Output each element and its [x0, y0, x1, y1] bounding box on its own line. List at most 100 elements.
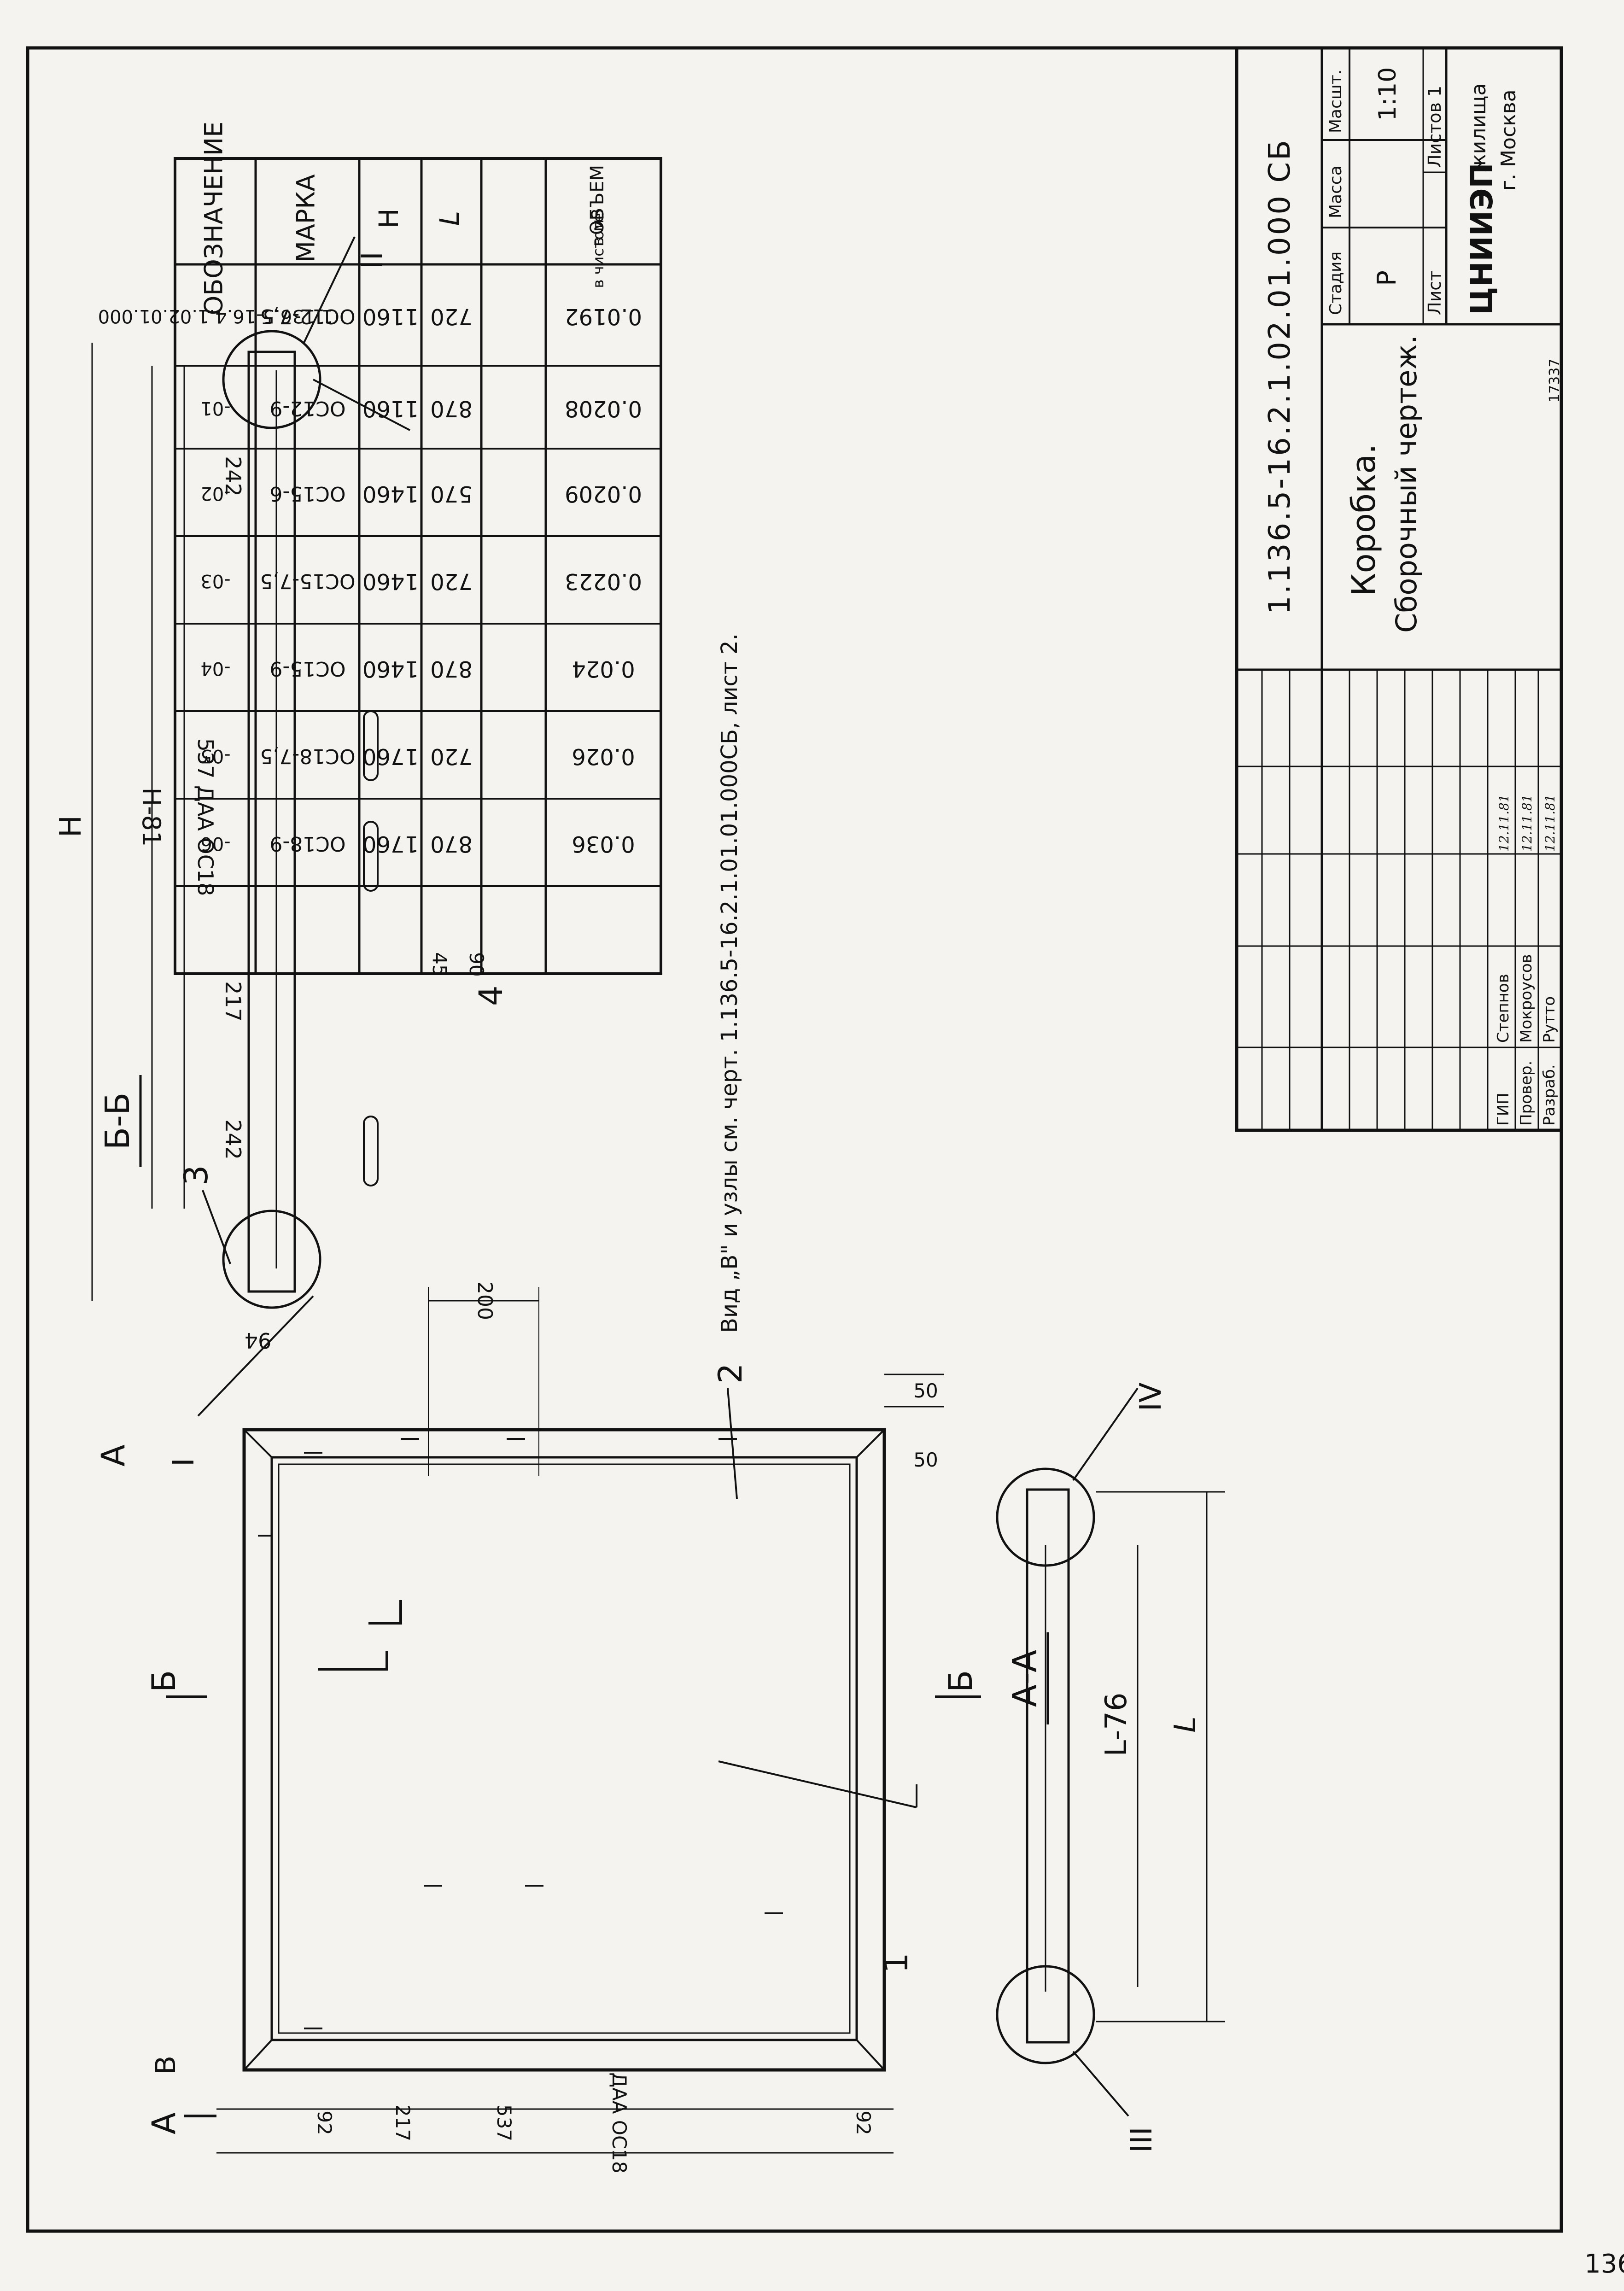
table-cell-volume: 0.0192: [565, 304, 642, 329]
title-line-2: Сборочный чертеж.: [1390, 335, 1423, 633]
dim-200: 200: [473, 1281, 497, 1320]
table-cell-designation: -03: [200, 570, 230, 591]
table-cell-designation: -05: [200, 745, 230, 766]
cut-a-left: А: [145, 2112, 183, 2134]
dim-242-a: 242: [221, 1119, 245, 1160]
dim-left-daa: ДАА ОС18: [608, 2072, 631, 2173]
note-text: Вид „В" и узлы см. черт. 1.136.5-16.2.1.…: [717, 633, 742, 1333]
section-bb: Б-Б Н Н-81 537 ДАА ОС18 242 217 242: [54, 236, 510, 1467]
table-cell-h: 1460: [362, 568, 419, 594]
table-cell-l: 720: [430, 304, 473, 329]
table-cell-l: 870: [430, 831, 473, 857]
front-view: 200 92 217 537 ДАА ОС18 92 50 50 А А Б Б: [94, 1281, 981, 2174]
table-cell-designation: -02: [200, 483, 230, 504]
dim-left-92: 92: [313, 2110, 336, 2135]
node-i: I: [167, 1458, 201, 1467]
dim-242-b: 242: [221, 456, 245, 497]
dim-45: 45: [428, 952, 451, 976]
table-cell-mark: ОС15-9: [269, 657, 345, 680]
table-cell-h: 1160: [362, 304, 419, 329]
table-cell-l: 570: [430, 481, 473, 507]
signature-role: ГИП: [1494, 1093, 1513, 1126]
node-iv-circle: [996, 1467, 1095, 1567]
dim-l-76: L-76: [1099, 1692, 1133, 1756]
dim-h: Н: [54, 815, 88, 837]
callout-3: 3: [177, 1165, 215, 1186]
dim-h-81: Н-81: [137, 788, 166, 847]
table-cell-mark: ОС18-9: [269, 832, 345, 855]
table-cell-designation: 1.136.5-16.4.1.02.01.000: [98, 305, 333, 327]
node-iii: III: [1125, 2127, 1159, 2153]
table-header-volume-2: в м3: [589, 209, 608, 247]
drawing-frame: [26, 46, 1563, 2233]
table-cell-h: 1760: [362, 743, 419, 769]
node-iv: IV: [1134, 1382, 1168, 1411]
table-cell-mark: ОС15-7,5: [260, 569, 355, 593]
table-header-l: L: [434, 211, 465, 226]
signature-name: Степнов: [1494, 974, 1513, 1043]
title-code: 1.136.5-16.2.1.02.01.000 СБ: [1263, 138, 1297, 614]
corner-number: 136: [1584, 2249, 1624, 2279]
table-cell-designation: -04: [200, 658, 230, 679]
cut-b-bottom: Б: [942, 1670, 980, 1692]
callout-2: 2: [712, 1363, 749, 1384]
table-cell-l: 720: [430, 743, 473, 769]
sheets-label: Листов 1: [1425, 86, 1445, 168]
view-v-mark: В: [150, 2056, 182, 2075]
dim-left-537: 537: [493, 2104, 515, 2141]
scale-value: 1:10: [1374, 67, 1402, 121]
sheet-label: Лист: [1425, 271, 1445, 315]
dim-94: 94: [245, 1328, 272, 1353]
callout-1: 1: [877, 1952, 915, 1973]
dim-left-217: 217: [391, 2104, 414, 2141]
section-bb-title: Б-Б: [98, 1093, 137, 1150]
dim-217: 217: [221, 981, 245, 1022]
table-cell-h: 1760: [362, 831, 419, 857]
table-cell-l: 870: [430, 396, 473, 421]
table-cell-l: 870: [430, 656, 473, 682]
table-header-volume-3: в чистоте: [590, 213, 607, 288]
scale-label: Масшт.: [1326, 70, 1345, 133]
table-cell-volume: 0.024: [572, 656, 635, 682]
table-cell-designation: -06: [200, 833, 230, 854]
org-name: ЦНИИЭП: [1464, 163, 1500, 315]
dim-50-a: 50: [913, 1379, 938, 1402]
table-cell-l: 720: [430, 568, 473, 594]
dim-90: 90: [465, 952, 488, 976]
table-cell-mark: ОС12-9: [269, 397, 345, 420]
title-line-1: Коробка.: [1345, 444, 1383, 596]
mass-label: Масса: [1326, 165, 1345, 218]
dim-50-b: 50: [913, 1449, 938, 1471]
table-cell-mark: ОС18-7,5: [260, 744, 355, 768]
table-header-mark: МАРКА: [292, 174, 321, 262]
node-ii-circle: [222, 330, 321, 429]
table-header-h: Н: [373, 208, 404, 228]
signature-role: Разраб.: [1540, 1064, 1559, 1126]
stage-value: Р: [1372, 270, 1402, 286]
callout-4: 4: [472, 985, 510, 1006]
signature-date: 12.11.81: [1519, 794, 1535, 852]
stage-label: Стадия: [1326, 251, 1345, 315]
table-cell-h: 1160: [362, 396, 419, 421]
table-cell-designation: -01: [200, 397, 230, 419]
org-name-2: жилища: [1467, 83, 1490, 172]
footer-number: 17337: [1547, 359, 1563, 403]
signature-name: Мокроусов: [1517, 954, 1536, 1043]
signature-rows: ГИПСтепнов12.11.81Провер.Мокроусов12.11.…: [1494, 794, 1559, 1126]
table-cell-volume: 0.0223: [565, 568, 642, 594]
cut-a-right: А: [94, 1444, 132, 1467]
org-city: г. Москва: [1497, 89, 1520, 191]
table-cell-volume: 0.026: [572, 743, 635, 769]
table-cell-h: 1460: [362, 656, 419, 682]
table-cell-h: 1460: [362, 481, 419, 507]
spec-table: ОБОЗНАЧЕНИЕ МАРКА Н L ОБЪЕМ в м3 в чисто…: [98, 122, 662, 975]
signature-name: Рутто: [1540, 996, 1559, 1043]
cut-b-top: Б: [145, 1670, 183, 1692]
signature-date: 12.11.81: [1496, 794, 1512, 852]
signature-date: 12.11.81: [1542, 794, 1558, 852]
table-cell-mark: ОС15-6: [269, 482, 345, 505]
